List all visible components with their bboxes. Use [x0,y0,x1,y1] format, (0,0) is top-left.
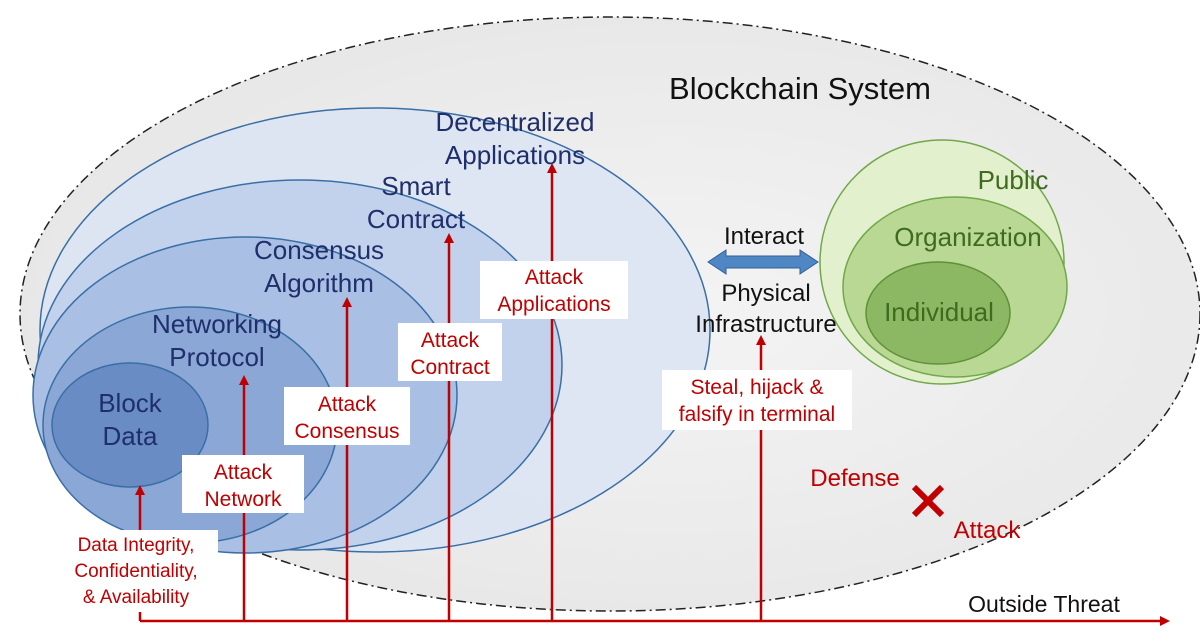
box-attack-consensus [284,387,410,445]
layer-block-data-label-1: Block [98,388,163,418]
layer-smart-contract-label-1: Smart [381,171,451,201]
organization-label: Organization [894,222,1041,252]
physical-infrastructure-label-1: Physical [721,280,810,307]
box-attack-network [182,455,304,513]
attack-data-label-3: & Availability [83,587,190,608]
layer-smart-contract-label-2: Contract [367,204,466,234]
interact-double-arrow [707,249,819,275]
attack-consensus-label-2: Consensus [294,420,399,443]
public-label: Public [978,165,1049,195]
physical-infrastructure-label-2: Infrastructure [695,311,836,338]
attack-contract-label-1: Attack [421,329,480,352]
attack-applications-label-2: Applications [497,293,610,316]
box-attack-terminal [662,370,852,430]
defense-label: Defense [810,465,899,492]
system-title: Blockchain System [669,71,931,106]
layer-dapps-label-1: Decentralized [436,107,595,137]
outside-threat-label: Outside Threat [968,591,1120,617]
layer-network-label-2: Protocol [169,342,264,372]
attack-contract-label-2: Contract [410,356,490,379]
layer-consensus-label-1: Consensus [254,235,384,265]
attack-consensus-label-1: Attack [318,393,377,416]
box-attack-data [55,530,218,612]
box-attack-contract [398,323,502,381]
attack-legend-label: Attack [954,517,1022,544]
layer-block-data [51,362,209,488]
attack-network-label-2: Network [204,488,282,511]
layer-block-data-label-2: Data [103,421,158,451]
box-attack-applications [480,261,628,319]
layer-dapps-label-2: Applications [445,140,585,170]
defense-cross-icon [911,484,945,518]
attack-applications-label-1: Attack [525,266,584,289]
attack-network-label-1: Attack [214,461,273,484]
attack-terminal-label-2: falsify in terminal [679,403,835,426]
attack-data-label-1: Data Integrity, [78,535,195,556]
interact-label: Interact [724,223,804,250]
layer-consensus-label-2: Algorithm [264,268,374,298]
layer-network-label-1: Networking [152,309,282,339]
attack-data-label-2: Confidentiality, [74,561,197,582]
attack-terminal-label-1: Steal, hijack & [690,376,823,399]
group-individual [865,261,1011,365]
individual-label: Individual [884,297,994,327]
